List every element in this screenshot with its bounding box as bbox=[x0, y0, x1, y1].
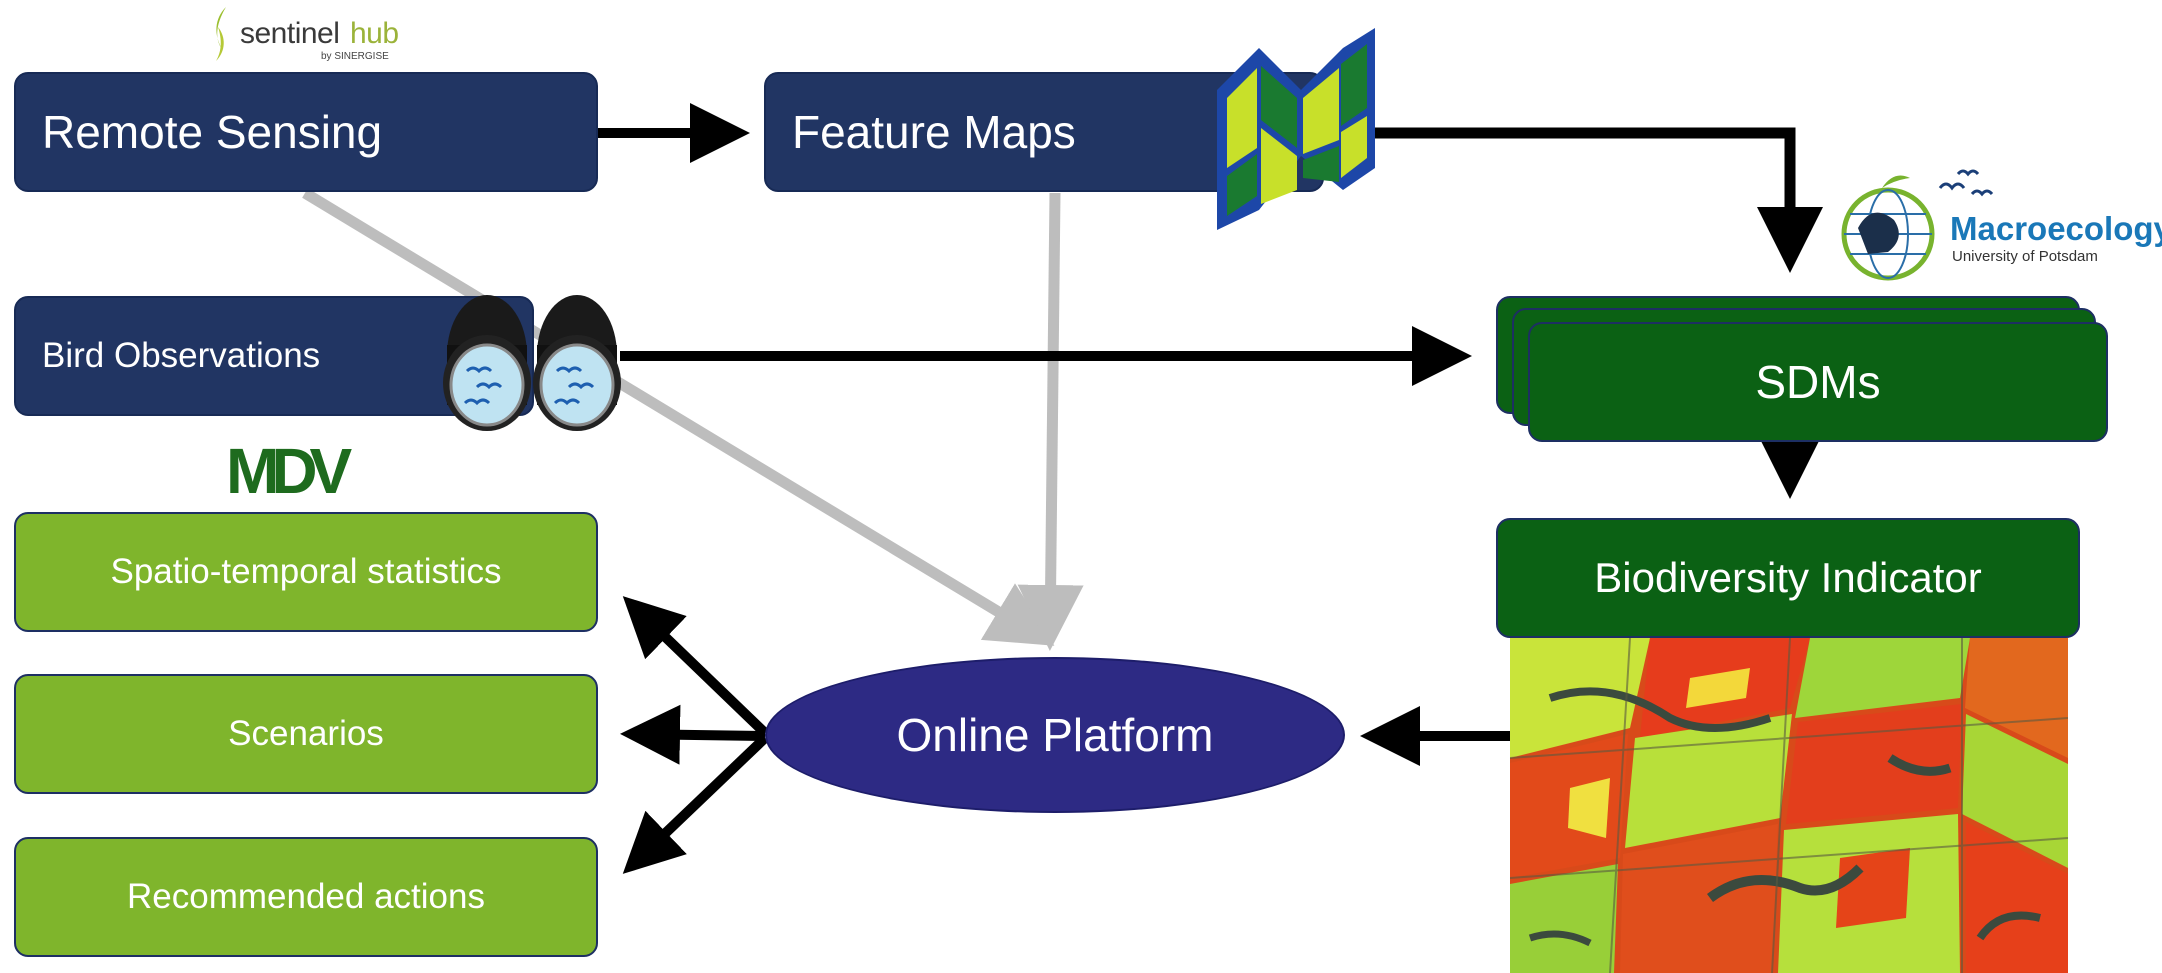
arrow-platform-to-actions bbox=[622, 734, 769, 874]
biodiversity-indicator-box: Biodiversity Indicator bbox=[1496, 518, 2080, 638]
online-platform-label: Online Platform bbox=[896, 709, 1214, 761]
biodiversity-indicator-label: Biodiversity Indicator bbox=[1594, 554, 1982, 601]
feature-maps-label: Feature Maps bbox=[792, 106, 1076, 158]
remote-sensing-label: Remote Sensing bbox=[42, 106, 383, 158]
arrow-features-to-sdms bbox=[1370, 127, 1823, 273]
arrow-features-to-platform bbox=[1017, 192, 1084, 651]
globe-bird-icon bbox=[1841, 175, 1935, 281]
macroecology-subtitle: University of Potsdam bbox=[1952, 248, 2098, 265]
macroecology-title: Macroecology bbox=[1950, 210, 2162, 247]
sentinelhub-logo: sentinel hub by SINERGISE bbox=[204, 5, 404, 63]
sdms-box: SDMs bbox=[1528, 322, 2108, 442]
scenarios-box: Scenarios bbox=[14, 674, 598, 794]
arrow-platform-to-stats bbox=[622, 596, 769, 737]
recommended-actions-label: Recommended actions bbox=[127, 877, 485, 916]
arrow-remote-to-platform bbox=[302, 188, 1055, 646]
folded-map-icon bbox=[1217, 28, 1375, 230]
bird-observations-label: Bird Observations bbox=[42, 336, 321, 375]
spatio-temporal-statistics-label: Spatio-temporal statistics bbox=[110, 552, 502, 591]
spatio-temporal-statistics-box: Spatio-temporal statistics bbox=[14, 512, 598, 632]
sentinelhub-subtext: by SINERGISE bbox=[321, 51, 389, 62]
sentinelhub-wordmark-a: sentinel bbox=[240, 17, 340, 50]
remote-sensing-box: Remote Sensing bbox=[14, 72, 598, 192]
macroecology-logo: Macroecology University of Potsdam bbox=[1838, 164, 2162, 284]
scenarios-label: Scenarios bbox=[228, 714, 384, 753]
birds-flying-icon bbox=[1938, 169, 1994, 197]
mdv-wordmark: MDV bbox=[226, 435, 352, 507]
binoculars-icon bbox=[443, 295, 621, 431]
sentinelhub-leaf-icon bbox=[216, 7, 226, 61]
satellite-field-map-image bbox=[1510, 638, 2068, 973]
recommended-actions-box: Recommended actions bbox=[14, 837, 598, 957]
arrow-platform-to-scenarios bbox=[620, 704, 766, 765]
sdms-label: SDMs bbox=[1755, 356, 1881, 408]
mdv-logo: MDV bbox=[226, 438, 376, 504]
online-platform-node: Online Platform bbox=[765, 657, 1345, 813]
sentinelhub-wordmark-b: hub bbox=[350, 17, 399, 50]
